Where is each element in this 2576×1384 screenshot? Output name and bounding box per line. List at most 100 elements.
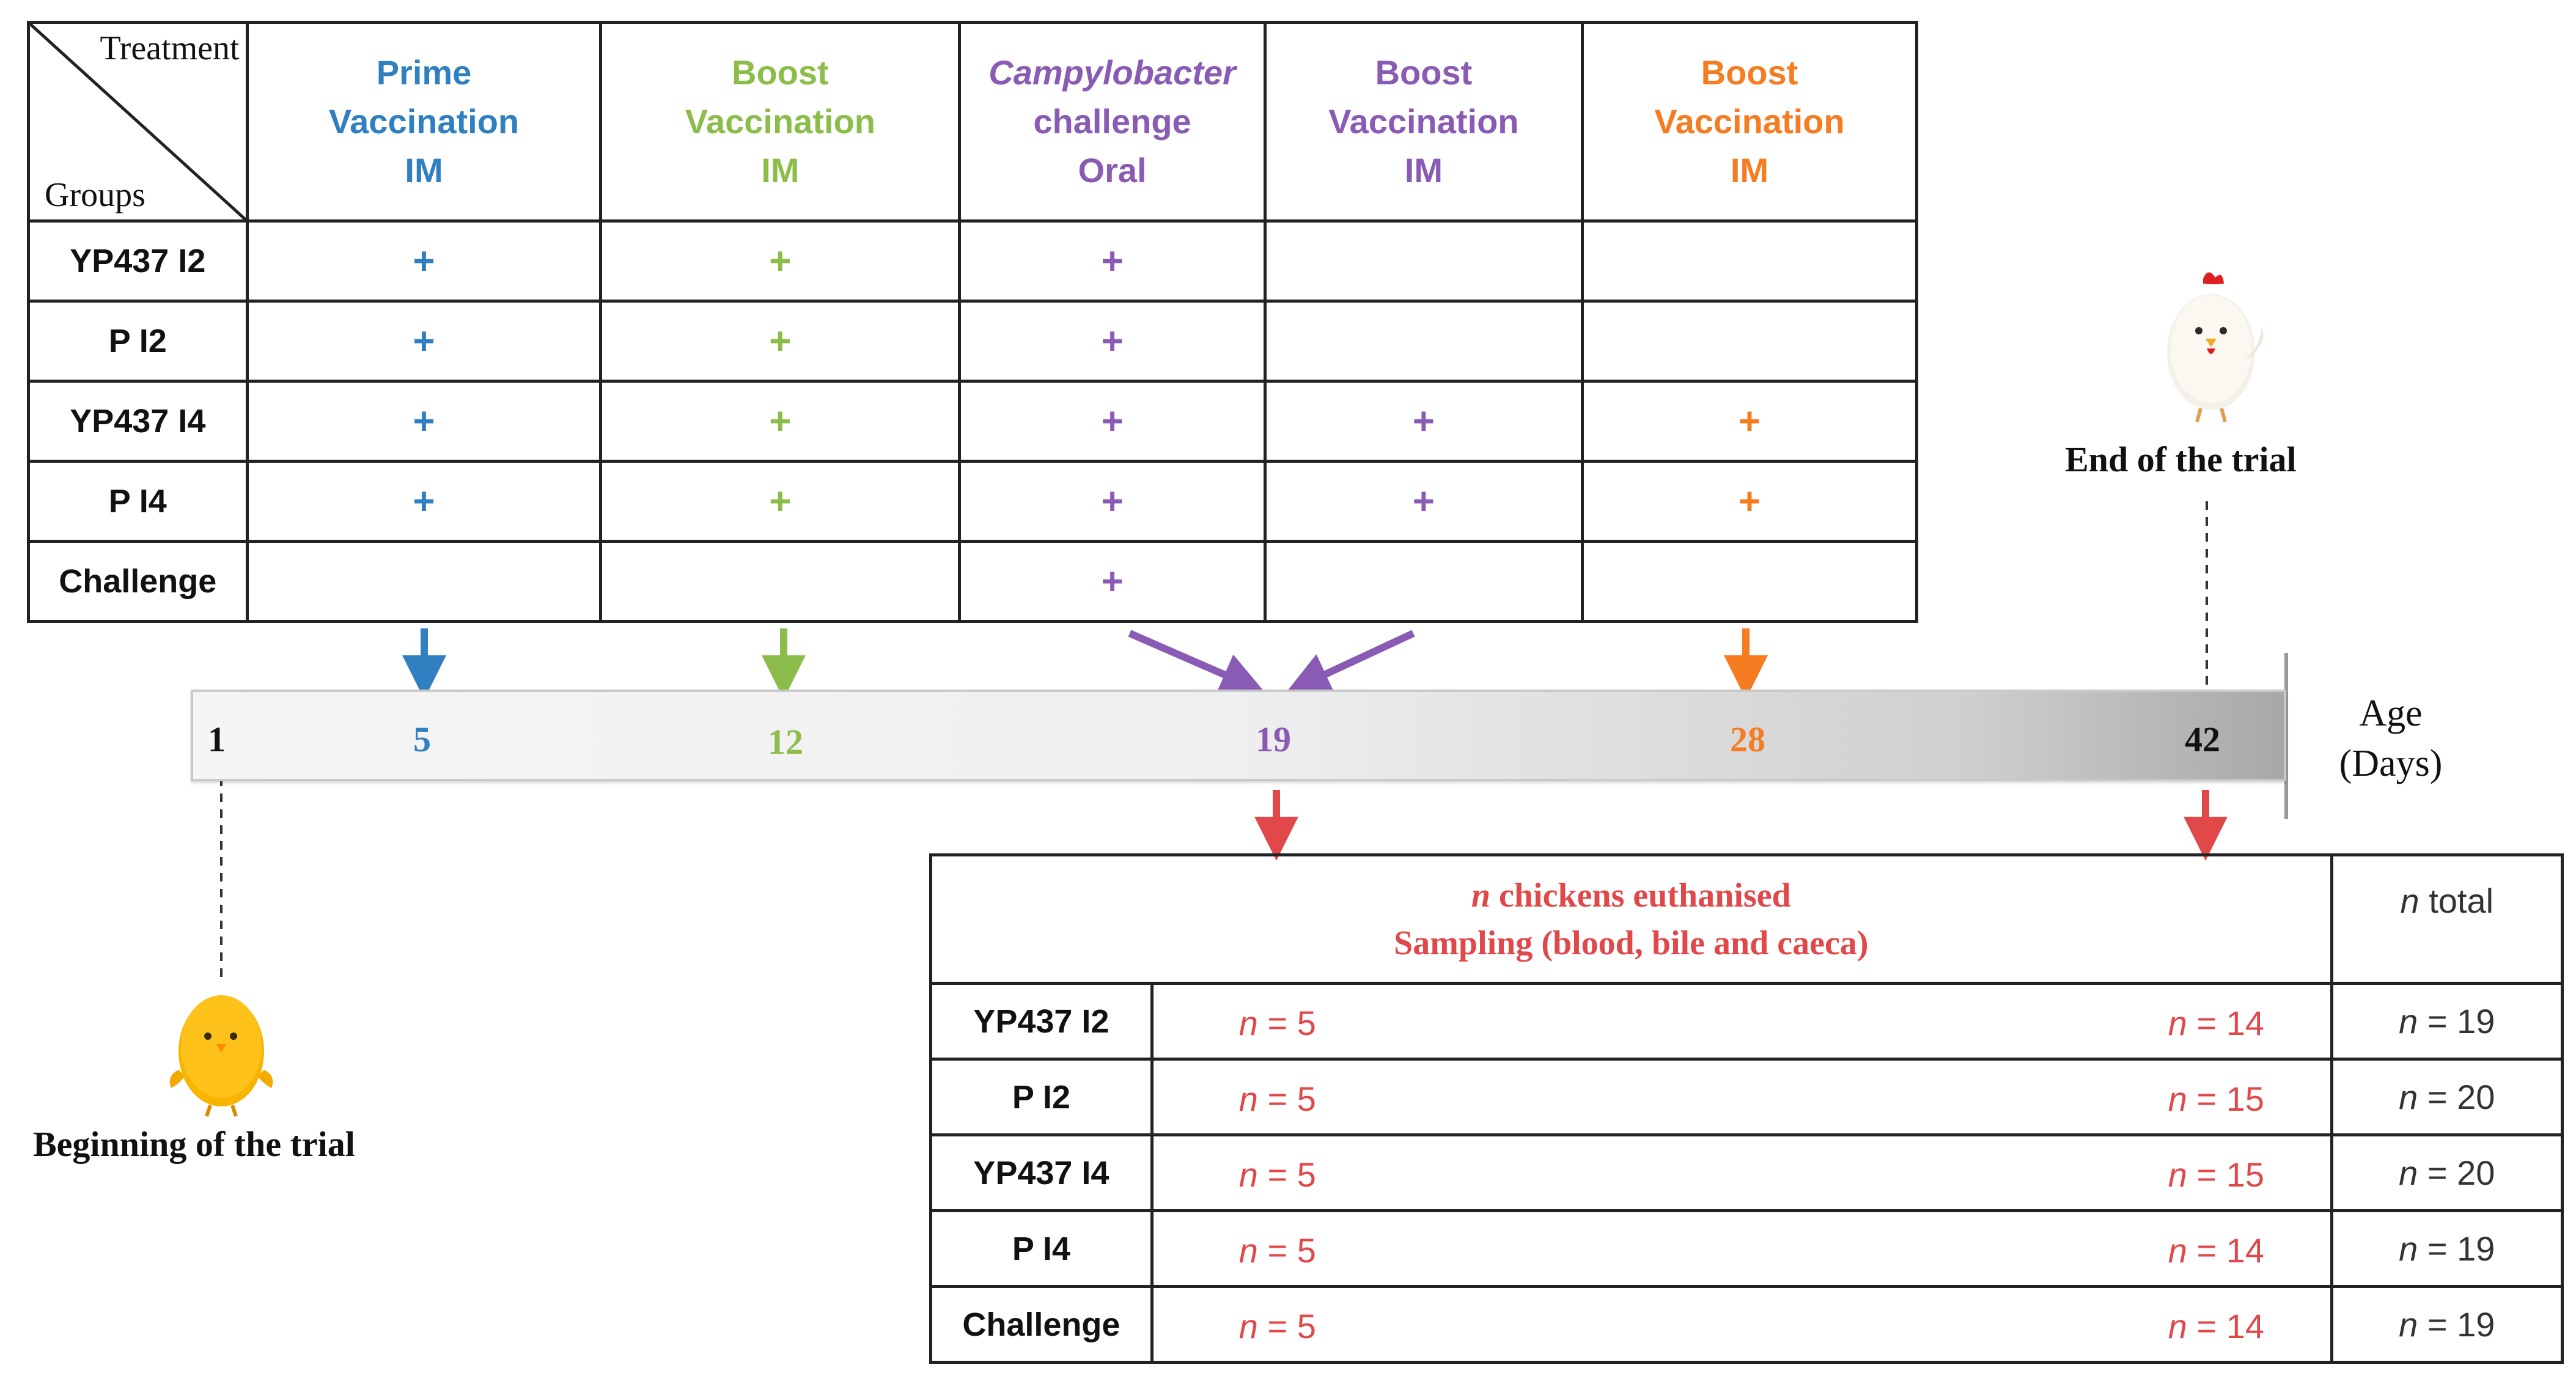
sampling-header-line2: Sampling (blood, bile and caeca) [1394,924,1869,962]
col-header-line: IM [1730,151,1769,190]
group-label: YP437 I4 [27,380,249,463]
treatment-mark: + [245,300,603,383]
col-header-line: Oral [1078,151,1147,190]
treatment-table: Treatment Groups Prime Vaccination IM Bo… [27,21,1919,623]
col-header-boost-3: Boost Vaccination IM [1580,21,1919,223]
end-label: End of the trial [2065,440,2297,479]
col-header-line: challenge [1033,102,1191,141]
group-label: YP437 I4 [929,1133,1154,1212]
day-28: 28 [1730,720,1765,759]
treatment-mark: + [958,219,1267,303]
treatment-mark [1580,540,1919,623]
col-header-line: Vaccination [685,102,875,141]
day-12: 12 [768,722,803,762]
group-label: Challenge [929,1285,1154,1364]
day-19: 19 [1256,720,1291,759]
count-day19: n = 5 [1238,1004,1316,1042]
col-header-line: Prime [376,53,472,92]
table-row: P I2 + + + [27,300,1919,383]
count-total: n = 19 [2330,1209,2564,1288]
table-row: P I4 n = 5 n = 14 n = 19 [929,1209,2564,1288]
count-day19: n = 5 [1238,1080,1316,1118]
col-header-line: Vaccination [328,102,520,141]
table-row: YP437 I2 + + + [27,219,1919,303]
group-label: YP437 I2 [27,219,249,303]
corner-diagonal [30,24,249,223]
arrow-challenge-left [1128,630,1265,695]
axis-label-age: Age [2359,693,2423,734]
count-day19: n = 5 [1238,1307,1316,1345]
group-label: P I4 [929,1209,1154,1288]
total-header: n total [2330,853,2564,985]
col-header-prime: Prime Vaccination IM [245,21,603,223]
col-header-line: Vaccination [1328,102,1519,141]
col-header-line: Boost [1375,53,1473,92]
count-day42: n = 15 [2168,1080,2265,1118]
total-header-text: total [2419,882,2494,920]
begin-label: Beginning of the trial [33,1124,355,1164]
day-1: 1 [208,720,226,759]
axis-label-days: (Days) [2339,743,2443,784]
count-day19: n = 5 [1238,1155,1316,1194]
treatment-mark [1580,219,1919,303]
group-label: Challenge [27,540,249,623]
sampling-table: n chickens euthanised Sampling (blood, b… [929,853,2564,1364]
count-total: n = 20 [2330,1058,2564,1136]
chicken-icon [2167,272,2264,422]
col-header-challenge: Campylobacter challenge Oral [958,21,1267,223]
col-header-line: IM [1404,151,1443,190]
table-row: YP437 I4 n = 5 n = 15 n = 20 [929,1133,2564,1212]
table-row: P I4 + + + + + [27,460,1919,543]
sampling-header: n chickens euthanised Sampling (blood, b… [929,853,2333,985]
group-label: P I2 [27,300,249,383]
treatment-mark [1263,540,1584,623]
treatment-mark [245,540,603,623]
group-label: P I2 [929,1058,1154,1136]
treatment-mark: + [245,380,603,463]
treatment-mark: + [245,460,603,543]
table-row: P I2 n = 5 n = 15 n = 20 [929,1058,2564,1136]
day-42: 42 [2185,720,2220,759]
count-day42: n = 14 [2168,1307,2265,1345]
sample-counts: n = 5 n = 14 [1150,1285,2333,1364]
col-header-boost-2: Boost Vaccination IM [1263,21,1584,223]
chick-icon [169,995,273,1117]
sample-counts: n = 5 n = 14 [1150,1209,2333,1288]
treatment-mark [1263,300,1584,383]
table-row: Challenge n = 5 n = 14 n = 19 [929,1285,2564,1364]
group-label: YP437 I2 [929,982,1154,1061]
table-row: YP437 I2 n = 5 n = 14 n = 19 [929,982,2564,1061]
day-5: 5 [413,720,431,759]
treatment-mark: + [1580,380,1919,463]
count-day42: n = 14 [2168,1004,2265,1042]
treatment-mark [1263,219,1584,303]
count-total: n = 20 [2330,1133,2564,1212]
count-total: n = 19 [2330,982,2564,1061]
col-header-line: IM [405,151,443,190]
count-day42: n = 15 [2168,1155,2265,1194]
treatment-mark: + [599,300,962,383]
col-header-line: Vaccination [1654,102,1845,141]
treatment-mark: + [958,380,1267,463]
treatment-label: Treatment [100,29,240,67]
col-header-boost-1: Boost Vaccination IM [599,21,962,223]
treatment-mark: + [958,540,1267,623]
groups-label: Groups [45,176,145,214]
count-total: n = 19 [2330,1285,2564,1364]
col-header-line: Boost [732,53,829,92]
arrow-challenge-right [1286,630,1415,694]
treatment-mark: + [599,460,962,543]
col-header-line: Boost [1701,53,1798,92]
n-symbol: n [2400,882,2420,920]
count-day42: n = 14 [2168,1231,2265,1270]
treatment-mark [599,540,962,623]
sampling-header-text: chickens euthanised [1490,876,1791,915]
axis-label: Age (Days) [2302,688,2479,789]
treatment-mark [1580,300,1919,383]
treatment-mark: + [1580,460,1919,543]
sample-counts: n = 5 n = 15 [1150,1058,2333,1136]
n-symbol: n [1471,876,1491,915]
treatment-mark: + [958,300,1267,383]
table-row: Challenge + [27,540,1919,623]
